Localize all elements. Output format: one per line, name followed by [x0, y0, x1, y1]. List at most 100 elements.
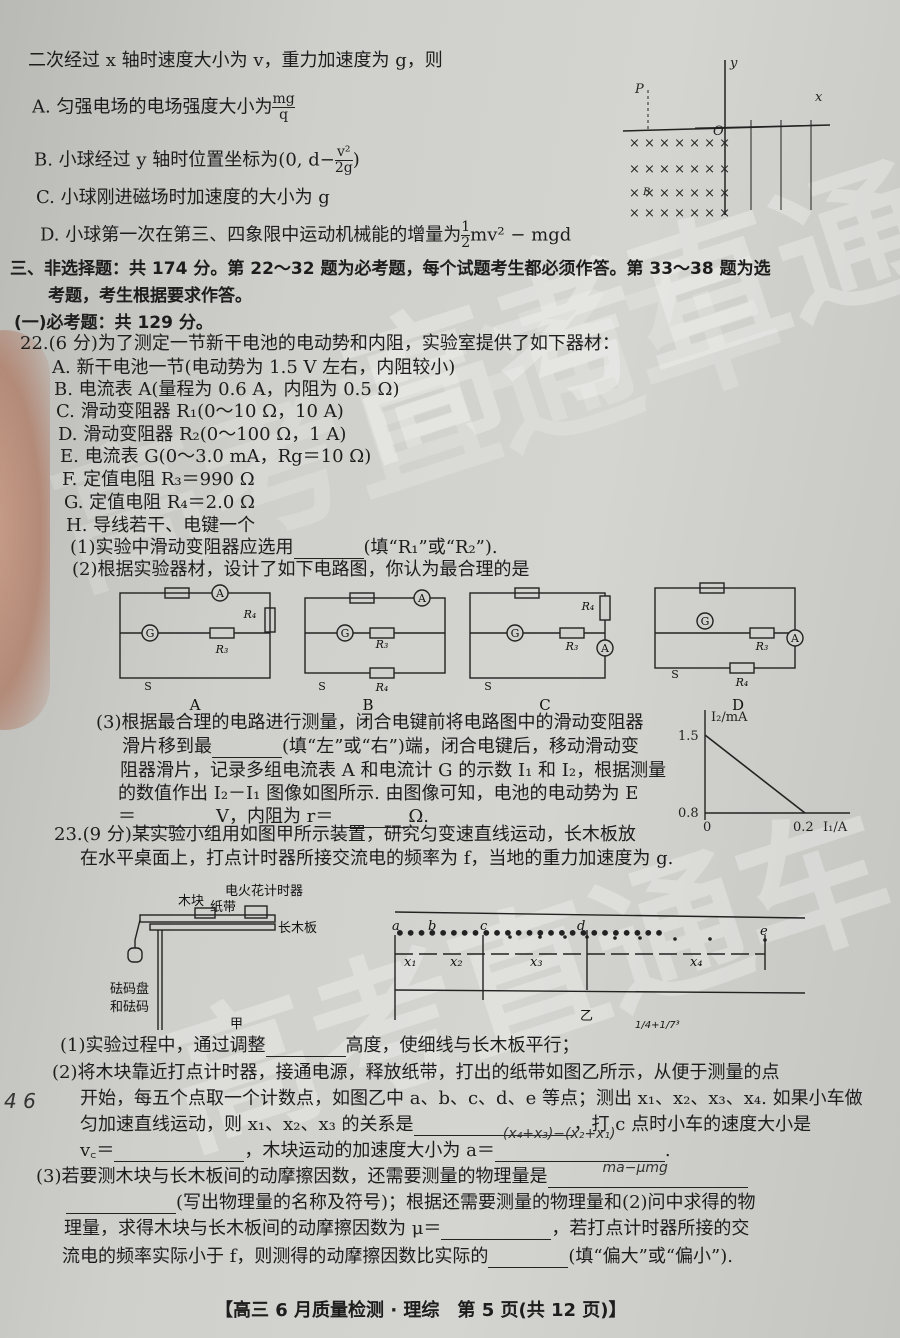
q23-stem: 在水平桌面上，打点计时器所接交流电的频率为 f，当地的重力加速度为 g. — [80, 848, 674, 869]
q22-part3-line: 滑片移到最(填“左”或“右”)端，闭合电键后，移动滑动变 — [122, 736, 639, 758]
q23-part2: (2)将木块靠近打点计时器，接通电源，释放纸带，打出的纸带如图乙所示，从便于测量… — [52, 1062, 780, 1083]
galvanometer-label: G — [511, 627, 520, 640]
figure-jia-caption: 甲 — [230, 1017, 243, 1030]
board-label: 长木板 — [278, 921, 317, 936]
r4-label: R₄ — [375, 681, 389, 694]
text: ，若打点计时器所接的交 — [551, 1218, 750, 1239]
ammeter-label: A — [215, 587, 225, 600]
timer-label: 电火花计时器 — [225, 883, 303, 899]
circuit-c-label: C — [539, 696, 550, 714]
q22-item: B. 电流表 A(量程为 0.6 A，内阻为 0.5 Ω) — [54, 379, 400, 400]
handwritten-answer: (x₄+x₃)−(x₂+x₁) — [502, 1126, 616, 1142]
segment-label: x₁ — [404, 955, 417, 970]
text: 流电的频率实际小于 f，则测得的动摩擦因数比实际的 — [62, 1246, 489, 1267]
text: V，内阻为 r＝ — [216, 806, 334, 827]
text: 理量，求得木块与长木板间的动摩擦因数为 μ＝ — [64, 1218, 442, 1239]
text: (写出物理量的名称及符号)；根据还需要测量的物理量和(2)问中求得的物 — [176, 1192, 756, 1213]
finger — [0, 330, 50, 730]
text: (1)实验过程中，通过调整 — [60, 1035, 266, 1056]
answer-blank[interactable] — [66, 1195, 176, 1214]
velocity-blank[interactable] — [114, 1143, 245, 1162]
q22-item: D. 滑动变阻器 R₂(0～100 Ω，1 A) — [58, 424, 347, 445]
x-tick: 0.2 — [793, 820, 814, 835]
quantity-blank[interactable]: ma−μmg — [547, 1160, 748, 1188]
q21-stem: 二次经过 x 轴时速度大小为 v，重力加速度为 g，则 — [28, 50, 443, 71]
q23-part3: (3)若要测木块与长木板间的动摩擦因数，还需要测量的物理量是 ma−μmg — [36, 1160, 748, 1188]
denominator: 2 — [461, 235, 471, 251]
segment-label: x₃ — [530, 955, 543, 970]
q23-part1: (1)实验过程中，通过调整 高度，使细线与长木板平行； — [60, 1035, 580, 1057]
handwritten-answer: ma−μmg — [602, 1160, 668, 1176]
q22-part3-line: 阻器滑片，记录多组电流表 A 和电流计 G 的示数 I₁ 和 I₂，根据测量 — [120, 760, 667, 781]
section3-line2: 考题，考生根据要求作答。 — [48, 286, 252, 306]
point-label: e — [760, 924, 768, 939]
resistance-blank[interactable] — [333, 809, 409, 828]
x-axis-label: I₁/A — [823, 820, 848, 835]
circuit-d-label: D — [732, 696, 744, 714]
margin-handwriting: 4 6 — [4, 1089, 36, 1113]
answer-blank[interactable] — [265, 1038, 346, 1057]
q23-part3-line: 理量，求得木块与长木板间的动摩擦因数为 μ＝ ，若打点计时器所接的交 — [64, 1218, 749, 1240]
text: ＝ — [118, 806, 136, 827]
option-text: B. 小球经过 y 轴时位置坐标为 — [34, 149, 279, 171]
q22-stem: 22.(6 分)为了测定一节新干电池的电动势和内阻，实验室提供了如下器材： — [20, 333, 620, 354]
switch-label: S — [484, 680, 492, 693]
text: (3)若要测木块与长木板间的动摩擦因数，还需要测量的物理量是 — [36, 1166, 548, 1187]
ammeter-label: A — [790, 632, 800, 645]
acceleration-blank[interactable]: (x₄+x₃)−(x₂+x₁) — [494, 1126, 665, 1162]
r3-label: R₃ — [565, 640, 579, 653]
text: ，木块运动的加速度大小为 a＝ — [244, 1140, 495, 1161]
galvanometer-label: G — [341, 627, 350, 640]
bias-blank[interactable] — [488, 1249, 569, 1268]
option-text: D. 小球第一次在第三、四象限中运动机械能的增量为 — [40, 224, 462, 246]
text: 高度，使细线与长木板平行； — [345, 1035, 580, 1056]
svg-text:× × × × × × ×: × × × × × × × — [629, 136, 730, 151]
page-footer: 【高三 6 月质量检测 · 理综 第 5 页(共 12 页)】 — [215, 1300, 627, 1321]
q23-part2-line: 开始，每五个点取一个计数点，如图乙中 a、b、c、d、e 等点；测出 x₁、x₂… — [80, 1088, 863, 1109]
r3-label: R₃ — [215, 643, 229, 656]
answer-blank[interactable] — [212, 739, 282, 758]
option-text: A. 匀强电场的电场强度大小为 — [32, 96, 273, 118]
relation-blank[interactable] — [413, 1117, 574, 1136]
mu-blank[interactable] — [441, 1221, 552, 1240]
i2-i1-graph: I₂/mA 1.5 0.8 0 0.2 I₁/A — [678, 710, 850, 835]
block-label: 木块 — [178, 894, 204, 909]
section3-header: 三、非选择题：共 174 分。第 22～32 题为必考题，每个试题考生都必须作答… — [10, 259, 771, 279]
point-label: c — [480, 919, 488, 934]
numerator: mg — [272, 91, 295, 108]
q22-item: F. 定值电阻 R₃＝990 Ω — [62, 469, 255, 490]
q23-part3-line: (写出物理量的名称及符号)；根据还需要测量的物理量和(2)问中求得的物 — [66, 1192, 756, 1214]
y-tick: 1.5 — [678, 729, 699, 744]
q22-part3: (3)根据最合理的电路进行测量，闭合电键前将电路图中的滑动变阻器 — [96, 712, 644, 733]
y-axis-label: I₂/mA — [711, 710, 748, 725]
emf-blank[interactable] — [136, 809, 216, 828]
answer-blank[interactable] — [293, 540, 364, 559]
switch-label: S — [671, 668, 679, 681]
q23-part2-line: v꜀＝，木块运动的加速度大小为 a＝(x₄+x₃)−(x₂+x₁). — [80, 1126, 671, 1162]
text: Ω. — [408, 806, 429, 827]
switch-label: S — [144, 680, 152, 693]
r3-label: R₃ — [375, 638, 389, 651]
numerator: 1 — [461, 219, 471, 236]
segment-label: x₄ — [690, 955, 703, 970]
field-b-label: B — [642, 187, 650, 198]
svg-text:× × × × × × ×: × × × × × × × — [629, 186, 730, 201]
expr: (0, d− — [278, 149, 335, 171]
q22-part1: (1)实验中滑动变阻器应选用(填“R₁”或“R₂”). — [70, 537, 498, 559]
y-axis-label: y — [729, 56, 738, 71]
x-tick: 0 — [703, 820, 711, 835]
section3-sub: (一)必考题：共 129 分。 — [14, 313, 213, 333]
point-label: d — [577, 919, 585, 934]
svg-text:× × × × × × ×: × × × × × × × — [629, 206, 730, 221]
r4-label: R₄ — [243, 608, 257, 621]
handwritten-note: 1/4+1/7³ — [635, 1020, 680, 1030]
text: (1)实验中滑动变阻器应选用 — [70, 537, 294, 558]
segment-label: x₂ — [450, 955, 463, 970]
tape-label: 纸带 — [210, 900, 236, 915]
